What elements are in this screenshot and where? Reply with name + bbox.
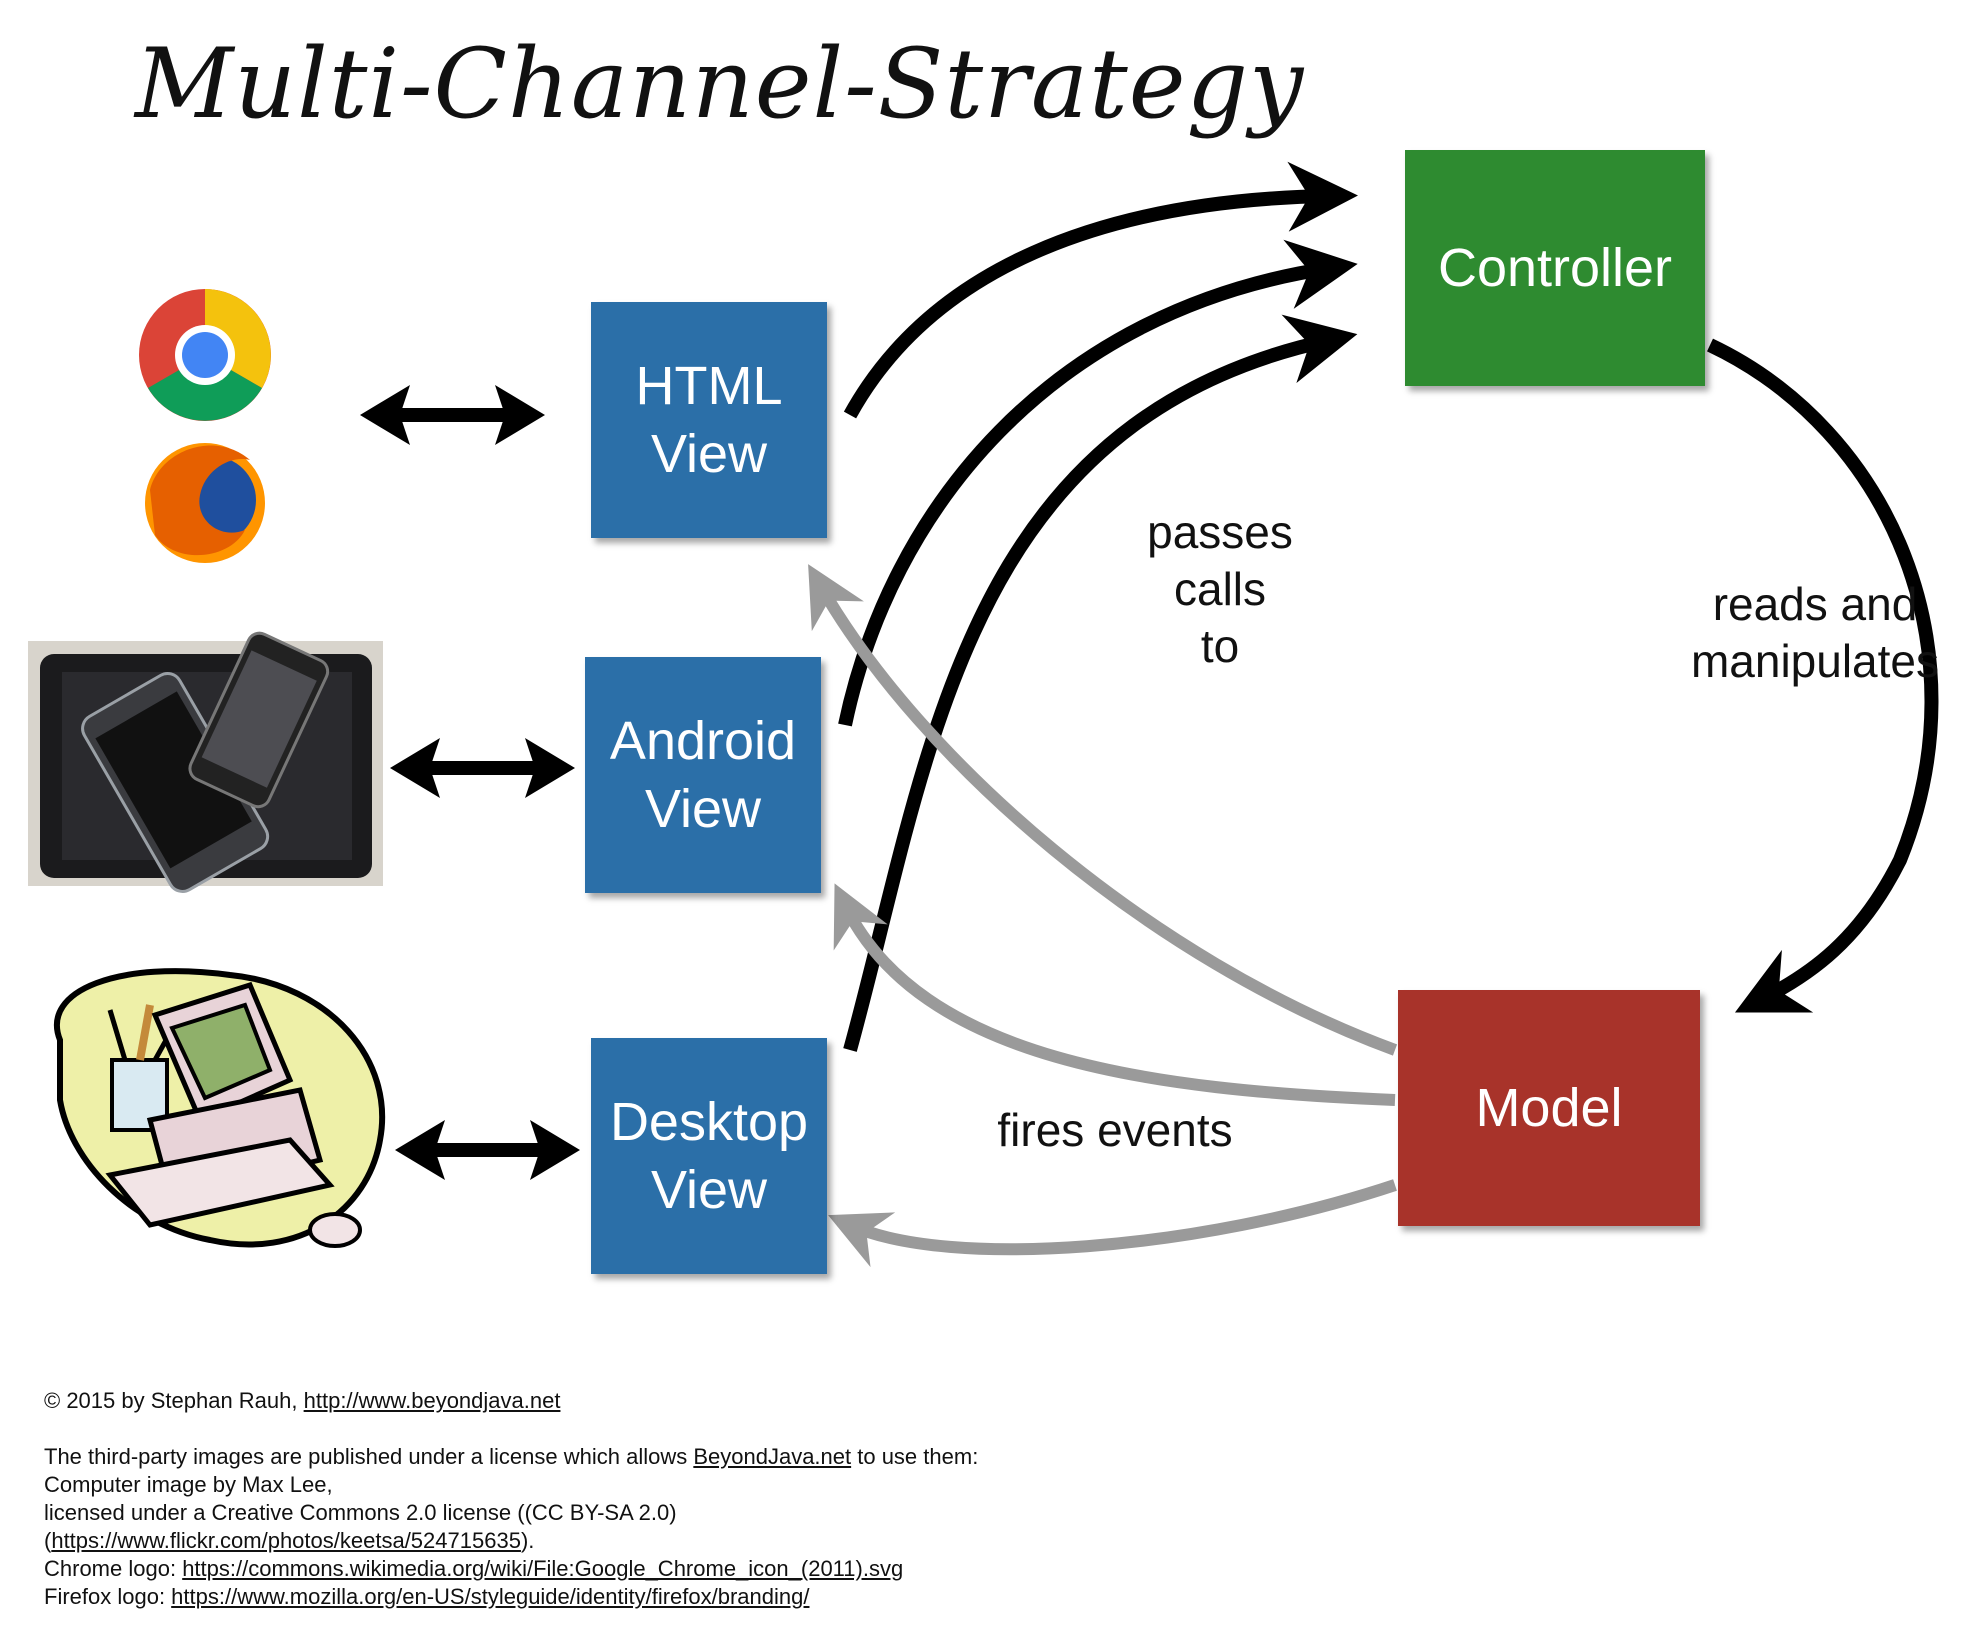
controller-label: Controller [1437,238,1673,298]
chrome-credit-line: Chrome logo: https://commons.wikimedia.o… [44,1555,1064,1583]
cc-license-line: licensed under a Creative Commons 2.0 li… [44,1500,677,1525]
license-text: The third-party images are published und… [44,1444,694,1469]
copyright-text: © 2015 by Stephan Rauh, [44,1388,304,1413]
android-view-label: Android View [609,711,797,839]
html-view-label: HTML View [635,356,783,484]
desktop-view-box: Desktop View [591,1038,827,1274]
html-view-box: HTML View [591,302,827,538]
chrome-logo-icon [139,289,271,421]
model-to-android-arrow [833,883,1396,1106]
model-to-html-arrow [808,564,1398,1056]
tablet-phones-icon [28,631,383,893]
footer-credits: © 2015 by Stephan Rauh, http://www.beyon… [44,1387,1064,1611]
controller-to-model-arrow [1707,338,1939,1013]
chrome-logo-link[interactable]: https://commons.wikimedia.org/wiki/File:… [182,1556,904,1581]
device-html-double-arrow [360,385,545,445]
copyright-line: © 2015 by Stephan Rauh, http://www.beyon… [44,1387,1064,1415]
controller-box: Controller [1405,150,1705,386]
computer-credit-line: Computer image by Max Lee, [44,1472,333,1497]
model-label: Model [1475,1078,1623,1138]
flickr-close-paren: ). [520,1528,535,1553]
flickr-open-paren: ( [44,1528,52,1553]
beyondjava-link[interactable]: BeyondJava.net [693,1444,852,1469]
desktop-to-controller-arrow [843,314,1358,1052]
firefox-credit-line: Firefox logo: https://www.mozilla.org/en… [44,1583,1064,1611]
flickr-link[interactable]: https://www.flickr.com/photos/keetsa/524… [51,1528,521,1553]
passes-calls-label: passes calls to [1147,506,1293,672]
device-desktop-double-arrow [395,1120,580,1180]
chrome-credit-text: Chrome logo: [44,1556,183,1581]
license-suffix: to use them: [851,1444,979,1469]
desktop-view-label: Desktop View [609,1092,809,1220]
page-title: Multi-Channel-Strategy [135,28,1305,140]
model-to-desktop-arrow [828,1179,1397,1268]
android-view-box: Android View [585,657,821,893]
android-to-controller-arrow [838,239,1358,727]
model-box: Model [1398,990,1700,1226]
license-line: The third-party images are published und… [44,1443,1064,1471]
desktop-computer-icon [54,968,386,1248]
beyondjava-url-link[interactable]: http://www.beyondjava.net [303,1388,561,1413]
reads-manipulates-label: reads and manipulates [1690,578,1940,687]
firefox-credit-text: Firefox logo: [44,1584,172,1609]
flickr-line: (https://www.flickr.com/photos/keetsa/52… [44,1527,1064,1555]
fires-events-label: fires events [997,1104,1233,1156]
firefox-logo-icon [145,443,265,563]
firefox-logo-link[interactable]: https://www.mozilla.org/en-US/styleguide… [171,1584,810,1609]
device-android-double-arrow [390,738,575,798]
html-to-controller-arrow [843,161,1358,419]
